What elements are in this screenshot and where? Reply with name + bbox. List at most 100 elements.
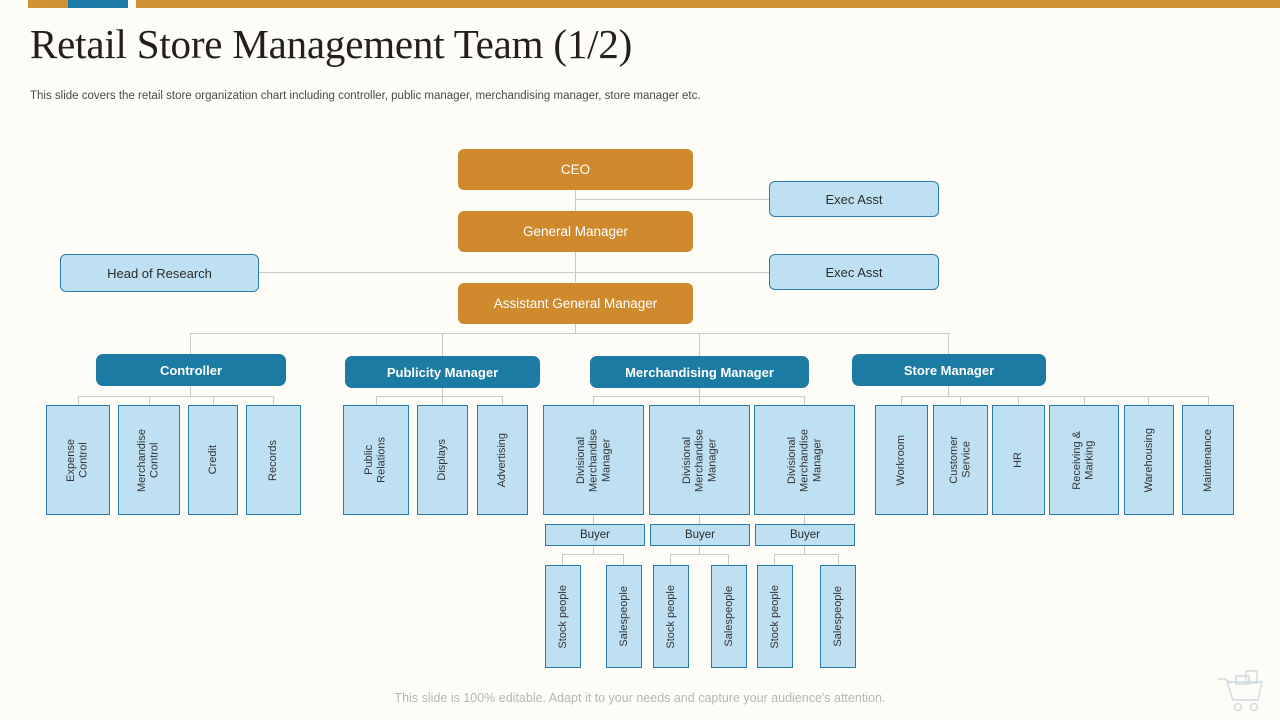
node-receiving-and-marking-label: Receiving & Marking — [1071, 430, 1096, 490]
node-stock-people-3-label: Stock people — [768, 584, 781, 649]
node-ceo[interactable]: CEO — [458, 149, 693, 190]
node-exec-asst-2-label: Exec Asst — [825, 264, 883, 280]
connector-bus-to-merchandising-manager — [699, 333, 700, 356]
connector-gm-to-exec-asst-2 — [575, 272, 769, 273]
node-general-manager[interactable]: General Manager — [458, 211, 693, 252]
node-exec-asst-1-label: Exec Asst — [825, 191, 883, 207]
node-salespeople-2-label: Salespeople — [722, 586, 735, 647]
node-store-manager[interactable]: Store Manager — [852, 354, 1046, 386]
node-stock-people-3[interactable]: Stock people — [757, 565, 793, 668]
connector-merchandising-child-3 — [804, 396, 805, 405]
node-buyer-2[interactable]: Buyer — [650, 524, 750, 546]
shopping-cart-icon — [1216, 670, 1268, 714]
node-merchandise-control[interactable]: Merchandise Control — [118, 405, 180, 515]
connector-controller-child-1 — [78, 396, 79, 405]
node-head-of-research[interactable]: Head of Research — [60, 254, 259, 292]
node-publicity-manager[interactable]: Publicity Manager — [345, 356, 540, 388]
node-receiving-and-marking[interactable]: Receiving & Marking — [1049, 405, 1119, 515]
connector-divisional-2-to-buyer — [699, 514, 700, 524]
node-workroom[interactable]: Workroom — [875, 405, 928, 515]
node-divisional-merchandise-manager-2-label: Divisional Merchandise Manager — [680, 428, 718, 492]
node-divisional-merchandise-manager-3[interactable]: Divisional Merchandise Manager — [754, 405, 855, 515]
node-buyer-3[interactable]: Buyer — [755, 524, 855, 546]
node-hr[interactable]: HR — [992, 405, 1045, 515]
connector-buyer-2-child-2 — [728, 554, 729, 565]
connector-controller-child-3 — [213, 396, 214, 405]
node-displays[interactable]: Displays — [417, 405, 468, 515]
top-bar-segment-orange-right — [136, 0, 1280, 8]
node-divisional-merchandise-manager-2[interactable]: Divisional Merchandise Manager — [649, 405, 750, 515]
node-records[interactable]: Records — [246, 405, 301, 515]
node-stock-people-2[interactable]: Stock people — [653, 565, 689, 668]
node-records-label: Records — [267, 439, 280, 481]
node-warehousing-label: Warehousing — [1142, 427, 1155, 493]
connector-buyer-1-drop — [593, 546, 594, 554]
connector-divisional-1-to-buyer — [593, 514, 594, 524]
connector-publicity-child-3 — [502, 396, 503, 405]
connector-store-child-2 — [960, 396, 961, 405]
connector-divisional-3-to-buyer — [804, 514, 805, 524]
node-salespeople-3-label: Salespeople — [831, 586, 844, 647]
node-controller[interactable]: Controller — [96, 354, 286, 386]
connector-store-child-3 — [1018, 396, 1019, 405]
node-advertising[interactable]: Advertising — [477, 405, 528, 515]
node-customer-service[interactable]: Customer Service — [933, 405, 988, 515]
node-exec-asst-2[interactable]: Exec Asst — [769, 254, 939, 290]
connector-store-child-1 — [901, 396, 902, 405]
node-divisional-merchandise-manager-1-label: Divisional Merchandise Manager — [574, 428, 612, 492]
connector-agm-to-bus — [575, 324, 576, 334]
node-merchandising-manager[interactable]: Merchandising Manager — [590, 356, 809, 388]
node-assistant-general-manager-label: Assistant General Manager — [493, 296, 658, 311]
node-publicity-manager-label: Publicity Manager — [386, 364, 499, 380]
node-store-manager-label: Store Manager — [903, 362, 995, 378]
node-workroom-label: Workroom — [895, 434, 908, 486]
page-subtitle: This slide covers the retail store organ… — [30, 90, 701, 102]
connector-gm-to-agm — [575, 252, 576, 282]
node-buyer-1[interactable]: Buyer — [545, 524, 645, 546]
connector-buyer-3-child-1 — [774, 554, 775, 565]
node-stock-people-2-label: Stock people — [664, 584, 677, 649]
node-credit-label: Credit — [206, 445, 219, 475]
page-title: Retail Store Management Team (1/2) — [30, 21, 633, 67]
node-hr-label: HR — [1012, 452, 1025, 468]
node-merchandise-control-label: Merchandise Control — [136, 428, 161, 492]
connector-bus-to-store-manager — [948, 333, 949, 354]
node-salespeople-3[interactable]: Salespeople — [820, 565, 856, 668]
connector-buyer-3-drop — [804, 546, 805, 554]
node-salespeople-2[interactable]: Salespeople — [711, 565, 747, 668]
node-assistant-general-manager[interactable]: Assistant General Manager — [458, 283, 693, 324]
connector-gm-to-head-of-research — [259, 272, 575, 273]
connector-publicity-drop — [442, 388, 443, 396]
connector-merchandising-drop — [699, 388, 700, 396]
connector-buyer-2-child-1 — [670, 554, 671, 565]
connector-publicity-child-1 — [376, 396, 377, 405]
connector-store-drop — [948, 386, 949, 396]
node-exec-asst-1[interactable]: Exec Asst — [769, 181, 939, 217]
footer-note: This slide is 100% editable. Adapt it to… — [394, 691, 886, 705]
connector-buyer-2-bus — [670, 554, 728, 555]
node-salespeople-1[interactable]: Salespeople — [606, 565, 642, 668]
connector-controller-bus — [78, 396, 274, 397]
connector-controller-child-2 — [149, 396, 150, 405]
node-buyer-1-label: Buyer — [579, 529, 611, 541]
connector-buyer-2-drop — [699, 546, 700, 554]
node-stock-people-1-label: Stock people — [556, 584, 569, 649]
connector-bus-to-controller — [190, 333, 191, 354]
node-expense-control-label: Expense Control — [65, 438, 90, 482]
connector-publicity-bus — [376, 396, 503, 397]
node-head-of-research-label: Head of Research — [107, 265, 212, 281]
node-credit[interactable]: Credit — [188, 405, 238, 515]
node-advertising-label: Advertising — [496, 432, 509, 488]
connector-store-bus — [901, 396, 1208, 397]
node-displays-label: Displays — [436, 439, 449, 481]
node-maintenance[interactable]: Maintenance — [1182, 405, 1234, 515]
connector-ceo-to-exec-asst-1 — [575, 199, 769, 200]
node-stock-people-1[interactable]: Stock people — [545, 565, 581, 668]
node-public-relations[interactable]: Public Relations — [343, 405, 409, 515]
node-divisional-merchandise-manager-1[interactable]: Divisional Merchandise Manager — [543, 405, 644, 515]
node-buyer-3-label: Buyer — [789, 529, 821, 541]
connector-store-child-4 — [1084, 396, 1085, 405]
connector-store-child-6 — [1208, 396, 1209, 405]
node-warehousing[interactable]: Warehousing — [1124, 405, 1174, 515]
node-expense-control[interactable]: Expense Control — [46, 405, 110, 515]
